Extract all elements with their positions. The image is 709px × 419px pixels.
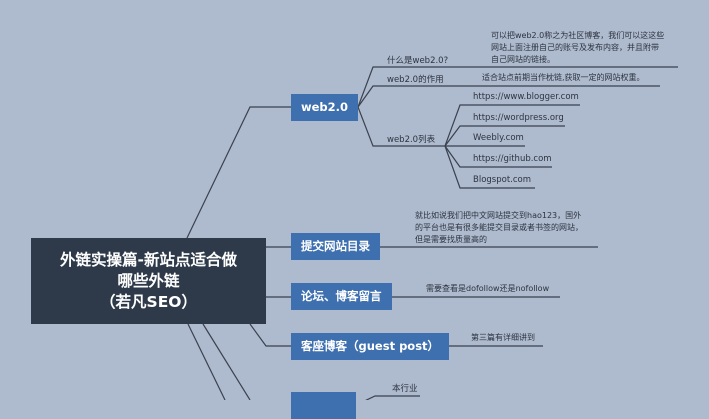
list-item[interactable]: https://wordpress.org <box>473 113 564 123</box>
note-what-is-web20: 可以把web2.0称之为社区博客，我们可以这这些 网站上面注册自己的账号及发布内… <box>491 31 665 64</box>
node-guest-post[interactable]: 客座博客（guest post） <box>291 333 450 360</box>
central-topic[interactable]: 外链实操篇-新站点适合做 哪些外链 （若凡SEO） <box>31 238 266 324</box>
note-web20-purpose: 适合站点前期当作枕链,获取一定的网站权重。 <box>482 73 645 82</box>
note-guest-post: 第三篇有详细讲到 <box>471 333 535 342</box>
list-item[interactable]: https://www.blogger.com <box>473 92 579 102</box>
node-bottom[interactable] <box>291 392 356 419</box>
node-submit-directory[interactable]: 提交网站目录 <box>291 233 380 260</box>
list-item[interactable]: Blogspot.com <box>473 175 532 185</box>
subnode-web20-list[interactable]: web2.0列表 <box>387 135 436 145</box>
subnode-same-industry[interactable]: 本行业 <box>392 384 418 394</box>
note-submit-directory: 就比如说我们把中文网站提交到hao123，国外 的平台也是有很多能提交目录或者书… <box>415 211 583 244</box>
list-item[interactable]: Weebly.com <box>473 133 524 143</box>
subnode-what-is-web20[interactable]: 什么是web2.0? <box>387 56 449 66</box>
subnode-web20-purpose[interactable]: web2.0的作用 <box>387 75 444 85</box>
node-forum-comments[interactable]: 论坛、博客留言 <box>291 283 392 310</box>
node-web20[interactable]: web2.0 <box>291 94 359 121</box>
list-item[interactable]: https://github.com <box>473 154 552 164</box>
note-forum-comments: 需要查看是dofollow还是nofollow <box>426 284 550 293</box>
